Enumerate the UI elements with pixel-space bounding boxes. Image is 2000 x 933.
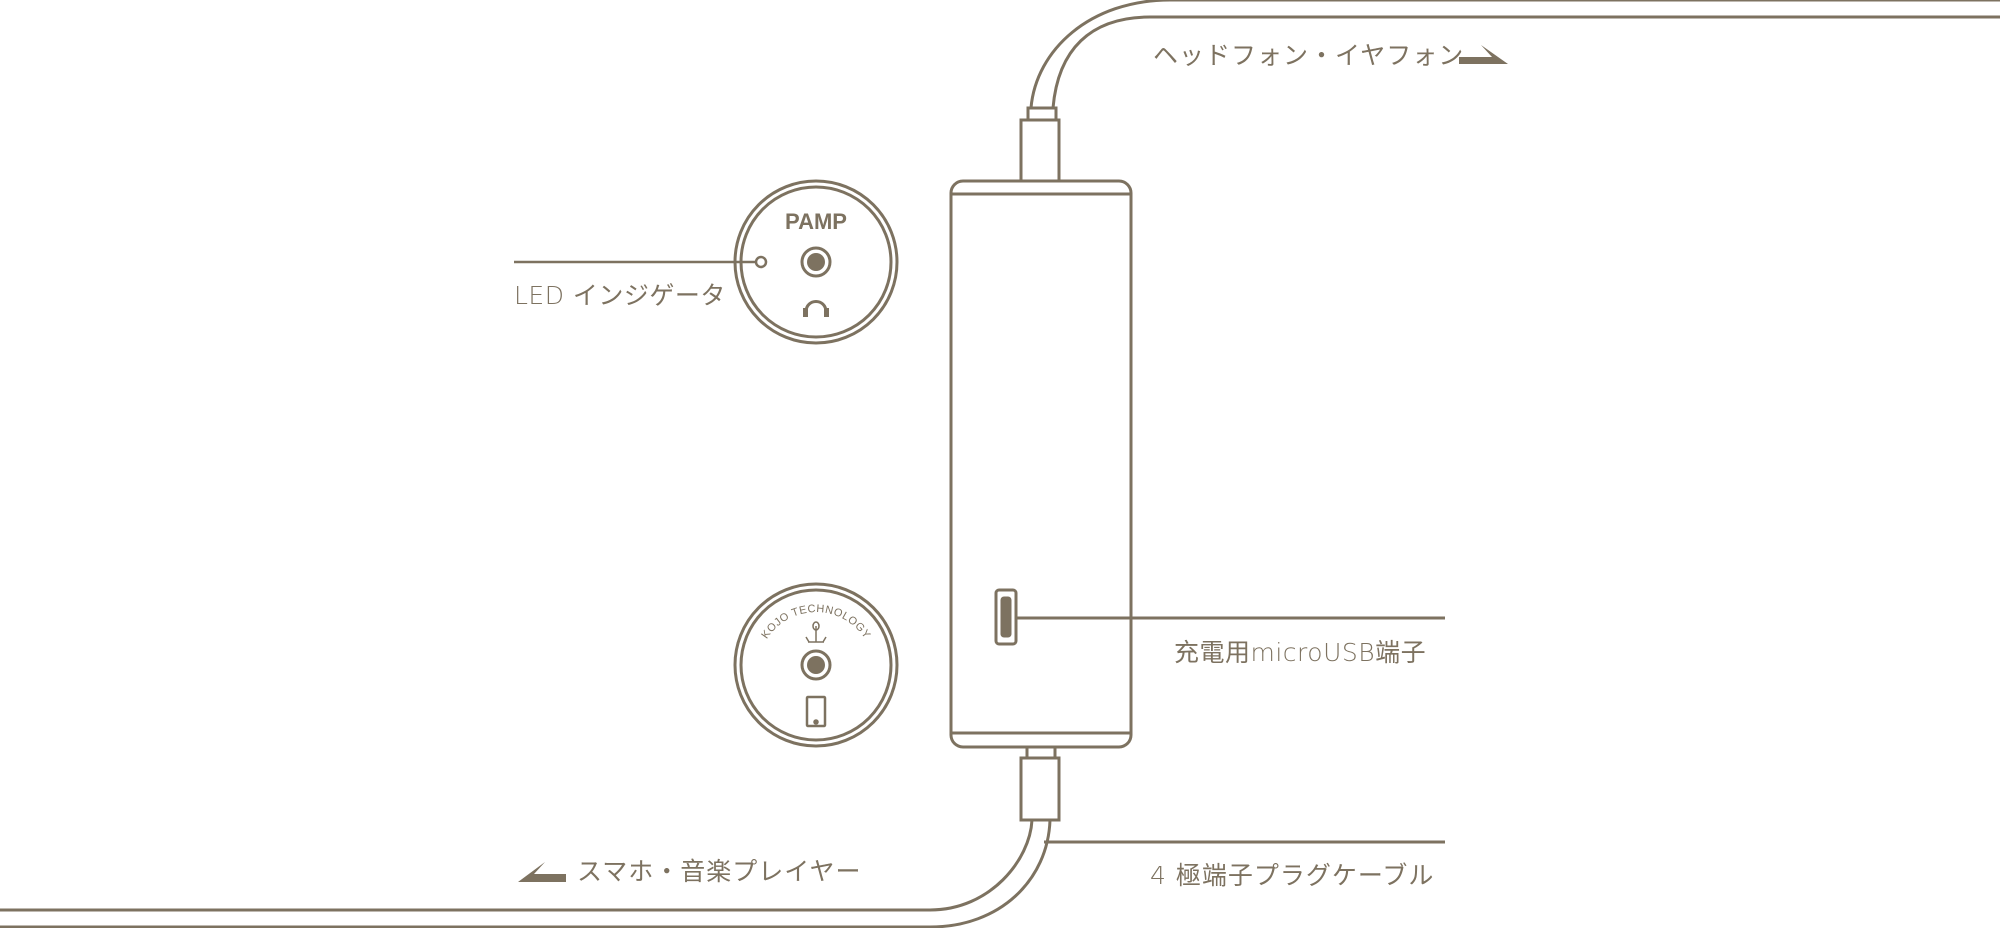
charging-port-label: 充電用microUSB端子 [1174,638,1427,667]
smartphone-icon [805,695,827,728]
plug-cable-label: 4 極端子プラグケーブル [1150,861,1435,890]
headphone-cable [1019,0,2000,183]
headphones-icon [803,300,829,317]
top-face [514,179,899,345]
device-body [949,179,1133,749]
input-jack-icon [800,649,832,681]
phone-input-label: スマホ・音楽プレイヤー [577,857,862,886]
arrow-left-icon [518,862,566,882]
led-dot-icon [754,255,768,269]
top-face-brand: PAMP [785,209,847,234]
micro-usb-port [994,588,1445,646]
plug-cable [0,745,1445,929]
arrow-right-icon [1459,45,1508,64]
led-indicator-label: LED インジゲータ [514,281,726,310]
kojo-logo-icon [805,621,827,643]
headphone-output-label: ヘッドフォン・イヤフォン [1153,41,1465,70]
headphone-jack-icon [800,246,832,278]
bottom-face [733,582,899,748]
